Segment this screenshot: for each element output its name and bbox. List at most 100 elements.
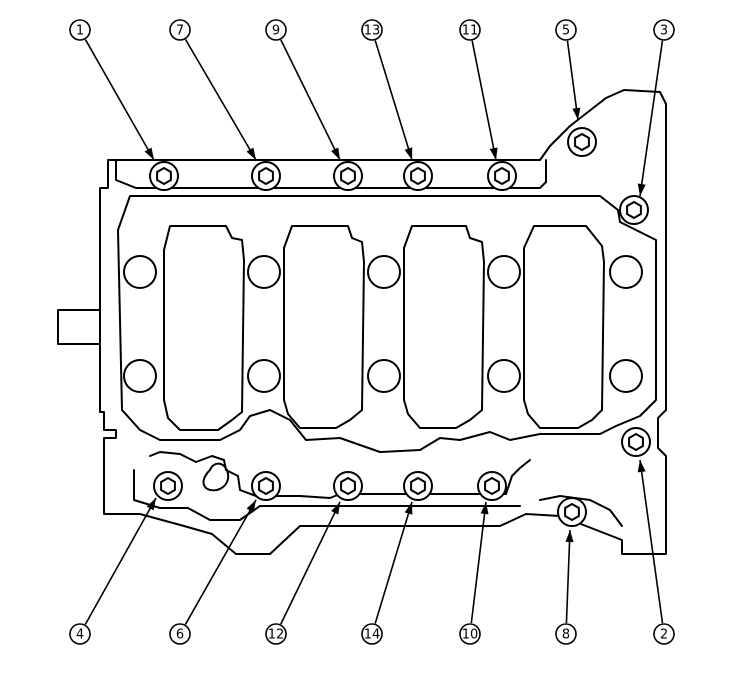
arrowhead <box>404 147 413 160</box>
callout-number: 4 <box>76 628 84 643</box>
arrowhead <box>331 502 340 515</box>
callout-9: 9 <box>265 19 341 161</box>
callout-circle <box>265 19 287 41</box>
passage-hole <box>247 359 281 393</box>
bolt-1 <box>149 161 179 191</box>
passage-hole <box>487 255 521 289</box>
bolt-13 <box>403 161 433 191</box>
callout-2: 2 <box>637 459 675 645</box>
callout-8: 8 <box>555 529 577 645</box>
callout-12: 12 <box>265 501 341 645</box>
block-outer-outline <box>99 89 667 555</box>
callout-number: 6 <box>176 628 184 643</box>
passage-hole <box>123 255 157 289</box>
callout-4: 4 <box>69 497 157 645</box>
bolt-12 <box>333 471 363 501</box>
arrowhead <box>331 147 340 160</box>
callout-number: 3 <box>660 24 668 39</box>
bolt-8 <box>557 497 587 527</box>
callout-leader <box>184 499 257 625</box>
arrowhead <box>144 147 154 160</box>
lower-rail-cutout <box>202 462 230 492</box>
bore-1 <box>163 225 245 431</box>
bolt-4 <box>153 471 183 501</box>
callout-number: 12 <box>268 628 285 643</box>
callout-leader <box>280 501 341 625</box>
bolt-2 <box>621 427 651 457</box>
lower-rail <box>149 451 531 499</box>
passage-hole <box>609 255 643 289</box>
callout-3: 3 <box>637 19 675 197</box>
callout-number: 8 <box>562 628 570 643</box>
callout-leader <box>639 459 664 624</box>
bolt-3 <box>619 195 649 225</box>
callout-number: 7 <box>176 24 184 39</box>
callout-6: 6 <box>169 499 257 645</box>
bore-4 <box>523 225 605 429</box>
callout-leader <box>184 39 257 161</box>
lower-right-flange <box>539 495 623 527</box>
callout-circle <box>69 19 91 41</box>
callout-leader <box>566 40 579 121</box>
callout-10: 10 <box>459 501 489 645</box>
bolt-14 <box>403 471 433 501</box>
gasket-boundary <box>117 195 657 453</box>
callout-5: 5 <box>555 19 581 121</box>
callout-circle <box>169 623 191 645</box>
top-rail <box>115 159 547 189</box>
bolt-11 <box>487 161 517 191</box>
callout-number: 1 <box>76 24 84 39</box>
passage-hole <box>609 359 643 393</box>
callout-14: 14 <box>361 501 413 645</box>
callout-11: 11 <box>459 19 498 161</box>
callout-number: 13 <box>364 24 381 39</box>
shaft-stub <box>57 309 101 345</box>
bore-3 <box>403 225 485 429</box>
bolt-10 <box>477 471 507 501</box>
arrowhead <box>637 183 646 196</box>
bolt-7 <box>251 161 281 191</box>
arrowhead <box>404 502 413 515</box>
arrowhead <box>480 502 489 515</box>
callout-leader <box>374 501 413 624</box>
callout-circle <box>265 623 287 645</box>
callout-leader <box>280 39 341 161</box>
bolt-9 <box>333 161 363 191</box>
callout-circle <box>459 19 481 41</box>
callout-circle <box>69 623 91 645</box>
passage-hole <box>367 255 401 289</box>
arrowhead <box>637 460 646 473</box>
arrowhead <box>246 147 256 160</box>
callout-number: 14 <box>364 628 381 643</box>
callout-13: 13 <box>361 19 413 161</box>
callout-circle <box>555 19 577 41</box>
callout-circle <box>459 623 481 645</box>
arrowhead <box>565 530 574 543</box>
callout-circle <box>361 19 383 41</box>
arrowhead <box>489 147 498 160</box>
arrowhead <box>572 107 581 120</box>
callout-number: 10 <box>462 628 479 643</box>
arrowhead <box>246 500 256 513</box>
bolt-5 <box>567 127 597 157</box>
callout-circle <box>653 623 675 645</box>
callout-number: 9 <box>272 24 280 39</box>
callout-circle <box>555 623 577 645</box>
callout-number: 5 <box>562 24 570 39</box>
passage-hole <box>487 359 521 393</box>
callout-circle <box>653 19 675 41</box>
callout-leader <box>374 40 413 161</box>
callout-leader <box>471 40 497 161</box>
passage-hole <box>123 359 157 393</box>
lower-rail-bottom <box>133 469 521 521</box>
callout-number: 11 <box>462 24 479 39</box>
bore-2 <box>283 225 365 429</box>
callout-circle <box>169 19 191 41</box>
callout-circle <box>361 623 383 645</box>
callout-number: 2 <box>660 628 668 643</box>
callout-1: 1 <box>69 19 155 161</box>
arrowhead <box>146 498 156 511</box>
callout-leader <box>470 501 487 624</box>
passage-hole <box>247 255 281 289</box>
